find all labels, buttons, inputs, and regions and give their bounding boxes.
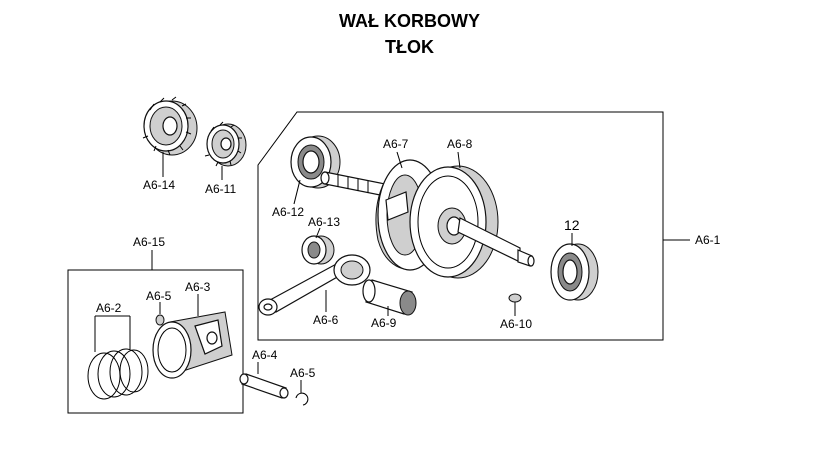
crankshaft-left-shaft: [320, 171, 386, 197]
leader-a6-12: [293, 179, 301, 205]
label-a6-9: A6-9: [371, 316, 397, 330]
label-a6-13: A6-13: [308, 215, 340, 229]
small-gear-part: [204, 121, 247, 167]
label-a6-1: A6-1: [695, 233, 721, 247]
needle-bearing-part: [301, 235, 335, 265]
crankshaft-right-shaft: [457, 217, 535, 267]
label-a6-10: A6-10: [500, 317, 532, 331]
piston-assembly-frame: [67, 269, 244, 414]
piston-rings-part: [87, 348, 149, 400]
label-a6-7: A6-7: [383, 137, 409, 151]
label-a6-2: A6-2: [96, 301, 122, 315]
label-a6-8: A6-8: [447, 137, 473, 151]
woodruff-key-part: [508, 293, 522, 303]
label-12: 12: [564, 217, 580, 233]
left-bearing-part: [290, 135, 341, 189]
leader-a6-8: [457, 151, 461, 169]
leader-a6-7: [396, 151, 403, 169]
crankshaft-assembly-frame: [257, 111, 664, 341]
label-a6-3: A6-3: [185, 280, 211, 294]
piston-pin-part: [239, 373, 289, 399]
label-a6-14: A6-14: [143, 178, 175, 192]
label-a6-4: A6-4: [252, 348, 278, 362]
piston-part: [152, 311, 233, 379]
label-a6-5-top: A6-5: [146, 289, 172, 303]
right-crank-web-part: [409, 165, 499, 279]
piston-clip-top-part: [155, 314, 165, 326]
diagram-subtitle: TŁOK: [385, 37, 434, 57]
leader-a6-13: [315, 227, 321, 239]
connecting-rod-part: [258, 254, 371, 316]
large-gear-part: [142, 96, 198, 156]
piston-clip-bottom-part: [295, 392, 309, 406]
right-bearing-part: [550, 243, 599, 301]
label-a6-6: A6-6: [313, 313, 339, 327]
label-a6-5-bottom: A6-5: [290, 366, 316, 380]
label-a6-12: A6-12: [272, 205, 304, 219]
label-a6-15: A6-15: [133, 235, 165, 249]
diagram-title: WAŁ KORBOWY: [339, 11, 480, 31]
crank-pin-part: [362, 279, 417, 316]
label-a6-11: A6-11: [205, 182, 236, 196]
